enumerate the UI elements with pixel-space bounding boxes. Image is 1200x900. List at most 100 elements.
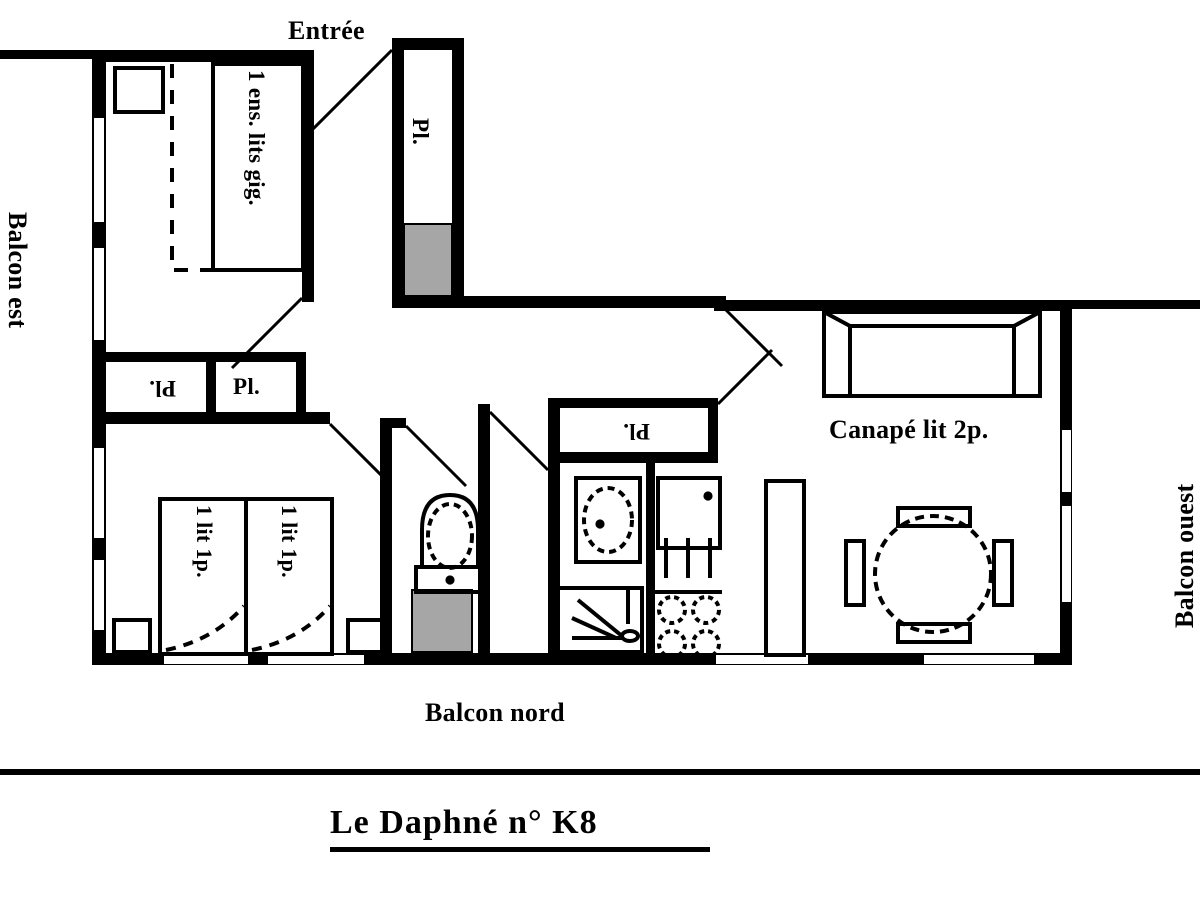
wall-closet-divider bbox=[206, 358, 216, 414]
hob-burner-1 bbox=[657, 595, 687, 625]
balcony-east-top-edge bbox=[0, 50, 92, 59]
wc-seat bbox=[426, 502, 474, 570]
wall-kitchen-closet-east bbox=[708, 404, 718, 460]
kitchen-oven-knob bbox=[703, 491, 713, 501]
wall-north-mid bbox=[452, 296, 714, 308]
chair-south bbox=[896, 622, 972, 644]
bedroom2-furniture bbox=[112, 497, 386, 656]
wall-north-living bbox=[714, 300, 1070, 311]
label-canape-lit-2p: Canapé lit 2p. bbox=[829, 415, 989, 444]
balcony-west-top-edge bbox=[1060, 300, 1200, 309]
swing-bedroom1 bbox=[230, 296, 304, 370]
wall-mid-horizontal-left bbox=[92, 412, 330, 424]
wc-bowl-outline bbox=[420, 492, 480, 569]
kitchen-oven-door bbox=[656, 476, 722, 550]
washbasin-drain bbox=[595, 519, 605, 529]
window-south-1 bbox=[164, 655, 248, 664]
window-south-2 bbox=[268, 655, 364, 664]
dining-table bbox=[873, 514, 993, 634]
chair-west bbox=[844, 539, 866, 607]
window-south-3 bbox=[716, 655, 808, 664]
swing-bedroom2 bbox=[328, 422, 386, 480]
washbasin-bowl bbox=[582, 486, 634, 554]
jamb-bedroom1 bbox=[302, 292, 314, 302]
door-jambs-group bbox=[302, 292, 490, 428]
label-balcon-nord: Balcon nord bbox=[425, 698, 565, 727]
shower-spray-2 bbox=[571, 616, 617, 640]
wall-north-left-wing bbox=[92, 50, 314, 62]
wall-entree-corridor-east bbox=[452, 38, 464, 308]
walls-group bbox=[0, 38, 1200, 665]
shower-tray bbox=[554, 586, 644, 654]
nightstand-top-left bbox=[113, 66, 165, 114]
sofa-bed-group bbox=[822, 310, 1042, 398]
door-swings-group bbox=[230, 48, 784, 488]
bed-gigogne-pullout bbox=[170, 64, 213, 272]
partition-column bbox=[764, 479, 806, 657]
shower-head bbox=[620, 629, 640, 643]
dining-set-group bbox=[844, 506, 1014, 644]
chair-north bbox=[896, 506, 972, 528]
door-wc-leaf bbox=[411, 589, 473, 653]
kitchen-fixture-group bbox=[652, 476, 722, 659]
nightstand-bottom-left bbox=[112, 618, 152, 654]
swing-hall bbox=[488, 410, 550, 472]
pillow-curve-left bbox=[165, 604, 246, 652]
wc-fixture-group bbox=[414, 492, 486, 594]
swing-living bbox=[724, 308, 784, 368]
swing-kitchen bbox=[716, 348, 774, 406]
title-rule-top bbox=[0, 769, 1200, 775]
wall-mid-horizontal-left2 bbox=[302, 412, 330, 424]
bathroom-fixture-group bbox=[554, 476, 644, 654]
wall-kitchen-east bbox=[646, 463, 655, 655]
sejour-partition-group bbox=[764, 479, 806, 657]
jamb-hall-a bbox=[392, 418, 406, 428]
label-placard-left-a: Pl. bbox=[148, 376, 176, 401]
window-east-2 bbox=[1062, 506, 1071, 602]
swing-entree bbox=[308, 48, 394, 134]
window-west-4 bbox=[94, 560, 104, 630]
window-south-4 bbox=[924, 655, 1034, 664]
wall-closet-right bbox=[296, 352, 306, 414]
bedroom1-furniture bbox=[113, 62, 305, 272]
openings-group bbox=[94, 118, 1071, 664]
hob-burner-3 bbox=[657, 629, 687, 659]
wall-kitchen-closet-top bbox=[548, 398, 718, 408]
label-placard-left-b: Pl. bbox=[233, 374, 261, 399]
bed-single-right bbox=[244, 497, 334, 656]
title-block-rules bbox=[0, 769, 1200, 775]
hob-burner-2 bbox=[691, 595, 721, 625]
window-west-3 bbox=[94, 448, 104, 538]
label-entree: Entrée bbox=[288, 16, 365, 45]
wall-entree-top bbox=[392, 38, 464, 50]
wall-kitchen-closet-bottom bbox=[548, 452, 718, 463]
wall-entree-bottom bbox=[392, 296, 464, 308]
bed-pillow-curves bbox=[165, 604, 332, 652]
wc-flush-dot bbox=[445, 575, 455, 585]
label-balcon-est: Balcon est bbox=[3, 212, 32, 329]
jamb-hall-b bbox=[478, 404, 490, 416]
label-lit-1p-b: 1 lit 1p. bbox=[277, 505, 302, 578]
label-placard-entree: Pl. bbox=[408, 118, 433, 146]
nightstand-bottom-right bbox=[346, 618, 386, 654]
washbasin-unit bbox=[574, 476, 642, 564]
shower-spray-1 bbox=[576, 598, 624, 638]
pillow-curve-right bbox=[251, 604, 332, 652]
sofa-seat bbox=[848, 324, 1016, 398]
bed-gigogne-main bbox=[211, 62, 305, 272]
label-bed-ens-lits-gig: 1 ens. lits gig. bbox=[244, 70, 269, 206]
hob-burner-4 bbox=[691, 629, 721, 659]
sofa-arm-left bbox=[823, 310, 851, 328]
wall-closet-band-top bbox=[106, 352, 306, 362]
sofa-arm-right bbox=[1013, 310, 1041, 328]
label-balcon-ouest: Balcon ouest bbox=[1170, 483, 1199, 628]
window-west-2 bbox=[94, 248, 104, 340]
label-lit-1p-a: 1 lit 1p. bbox=[192, 505, 217, 578]
label-placard-kitchen: Pl. bbox=[622, 419, 650, 444]
window-west-1 bbox=[94, 118, 104, 222]
swing-wc-2 bbox=[404, 424, 468, 488]
window-east-1 bbox=[1062, 430, 1071, 492]
plan-title-underline bbox=[330, 847, 710, 852]
